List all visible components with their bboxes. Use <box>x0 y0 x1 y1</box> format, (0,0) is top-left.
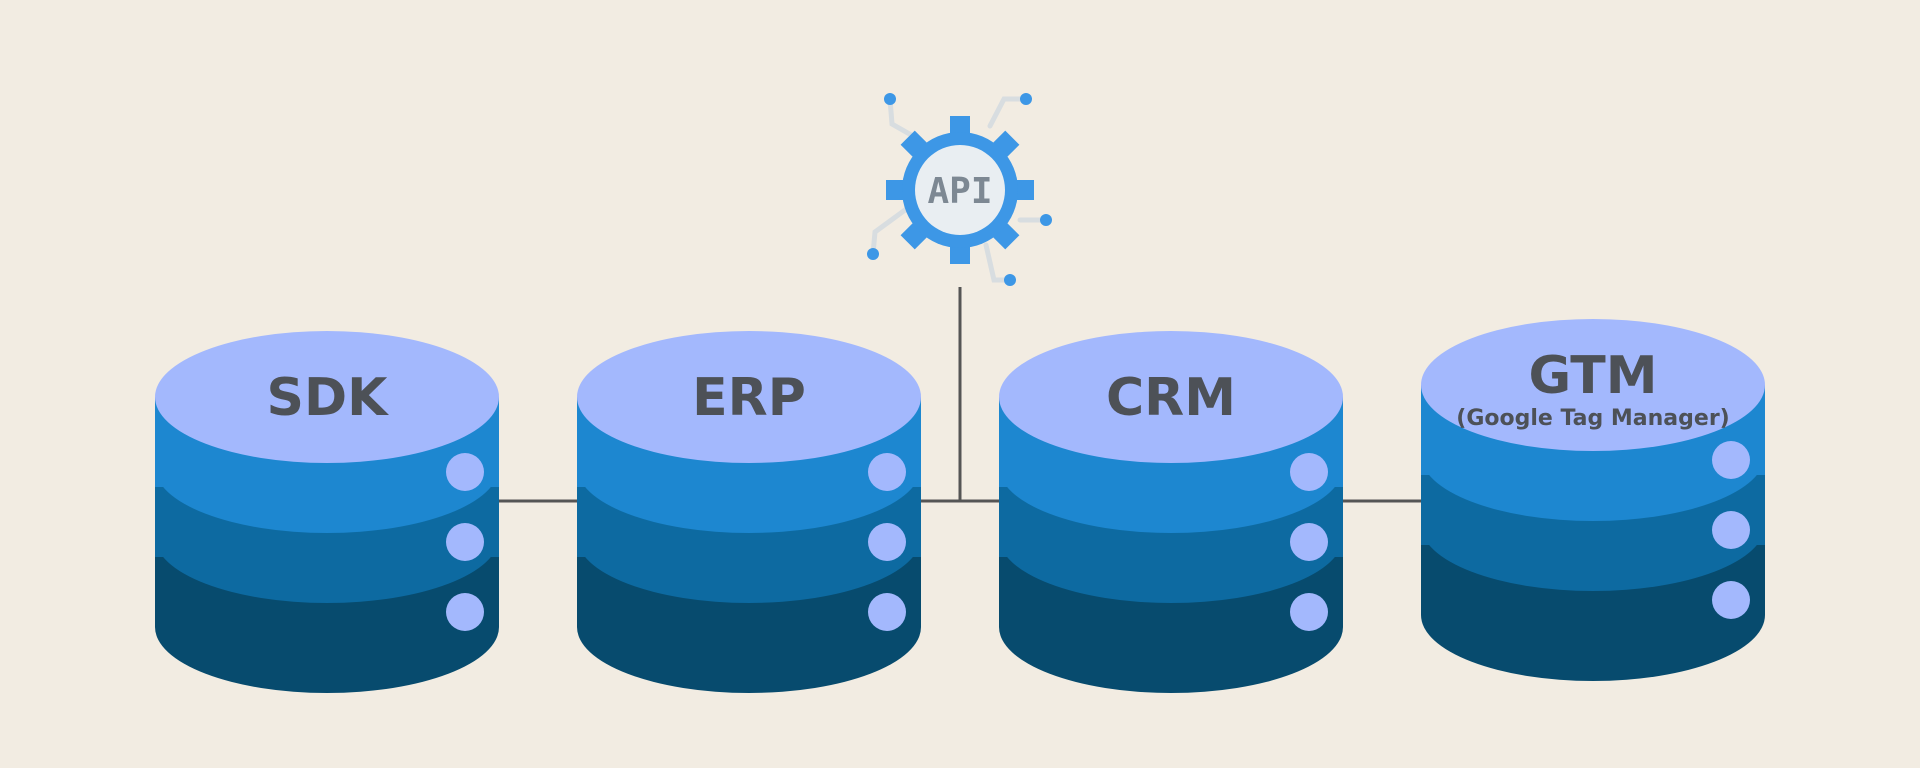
database-gtm: GTM(Google Tag Manager) <box>1421 319 1765 681</box>
circuit-nodes <box>867 93 1052 286</box>
indicator-light <box>446 453 484 491</box>
indicator-light <box>868 593 906 631</box>
indicator-light <box>1290 593 1328 631</box>
indicator-light <box>1712 511 1750 549</box>
indicator-light <box>446 523 484 561</box>
indicator-light <box>1290 523 1328 561</box>
indicator-light <box>868 523 906 561</box>
indicator-light <box>1712 441 1750 479</box>
database-subtitle: (Google Tag Manager) <box>1456 406 1729 431</box>
databases: SDK ERP CRM GTM(Google Tag Manager) <box>155 319 1765 693</box>
cylinder-top <box>999 331 1343 463</box>
database-erp: ERP <box>577 331 921 693</box>
database-title: CRM <box>1106 368 1236 428</box>
indicator-light <box>868 453 906 491</box>
database-title: GTM <box>1529 346 1658 406</box>
cylinder-top <box>155 331 499 463</box>
gear-face <box>915 145 1005 235</box>
api-gear-icon: API <box>867 93 1052 286</box>
database-title: SDK <box>267 368 390 428</box>
database-crm: CRM <box>999 331 1343 693</box>
connectors <box>497 287 1422 503</box>
cylinder-top <box>577 331 921 463</box>
cylinder-top <box>1421 319 1765 451</box>
indicator-light <box>446 593 484 631</box>
api-label: API <box>927 171 992 212</box>
indicator-light <box>1712 581 1750 619</box>
database-sdk: SDK <box>155 331 499 693</box>
database-title: ERP <box>692 368 806 428</box>
indicator-light <box>1290 453 1328 491</box>
